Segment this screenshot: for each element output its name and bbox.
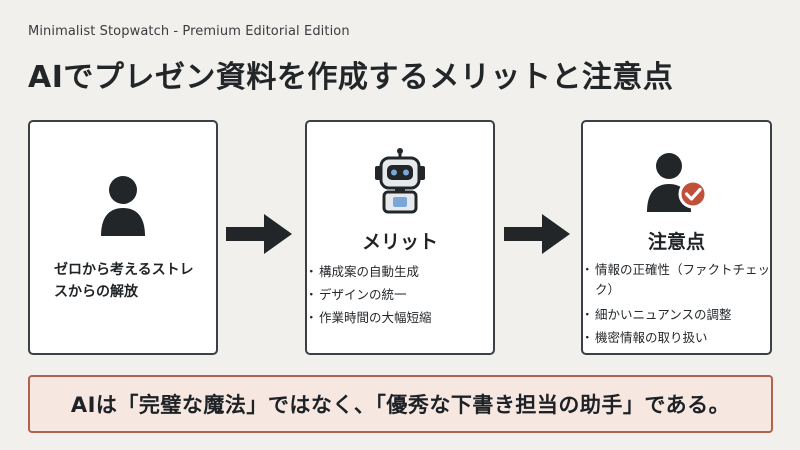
- step-box-cautions: 注意点 情報の正確性（ファクトチェック） 細かいニュアンスの調整 機密情報の取り…: [581, 120, 772, 355]
- robot-icon: [307, 148, 493, 214]
- page-subtitle: Minimalist Stopwatch - Premium Editorial…: [28, 24, 350, 39]
- list-item: 構成案の自動生成: [305, 260, 493, 283]
- arrow-right-icon: [226, 214, 292, 254]
- step-box-stress-relief: ゼロから考えるストレスからの解放: [28, 120, 218, 355]
- person-check-icon: [583, 152, 770, 214]
- list-item: 細かいニュアンスの調整: [581, 303, 770, 326]
- list-item: デザインの統一: [305, 283, 493, 306]
- banner-text: AIは「完璧な魔法」ではなく、「優秀な下書き担当の助手」である。: [70, 393, 731, 417]
- list-item: 機密情報の取り扱い: [581, 326, 770, 349]
- cautions-title: 注意点: [647, 231, 705, 253]
- conclusion-banner: AIは「完璧な魔法」ではなく、「優秀な下書き担当の助手」である。: [28, 375, 773, 433]
- step-1-text: ゼロから考えるストレスからの解放: [54, 262, 194, 300]
- cautions-list: 情報の正確性（ファクトチェック） 細かいニュアンスの調整 機密情報の取り扱い: [581, 260, 770, 349]
- list-item: 作業時間の大幅短縮: [305, 306, 493, 329]
- person-icon: [30, 174, 216, 238]
- merits-list: 構成案の自動生成 デザインの統一 作業時間の大幅短縮: [305, 260, 493, 329]
- merits-title: メリット: [361, 231, 438, 253]
- step-box-merits: メリット 構成案の自動生成 デザインの統一 作業時間の大幅短縮: [305, 120, 495, 355]
- list-item: 情報の正確性（ファクトチェック）: [581, 260, 770, 300]
- arrow-right-icon: [504, 214, 570, 254]
- page-title: AIでプレゼン資料を作成するメリットと注意点: [28, 60, 674, 95]
